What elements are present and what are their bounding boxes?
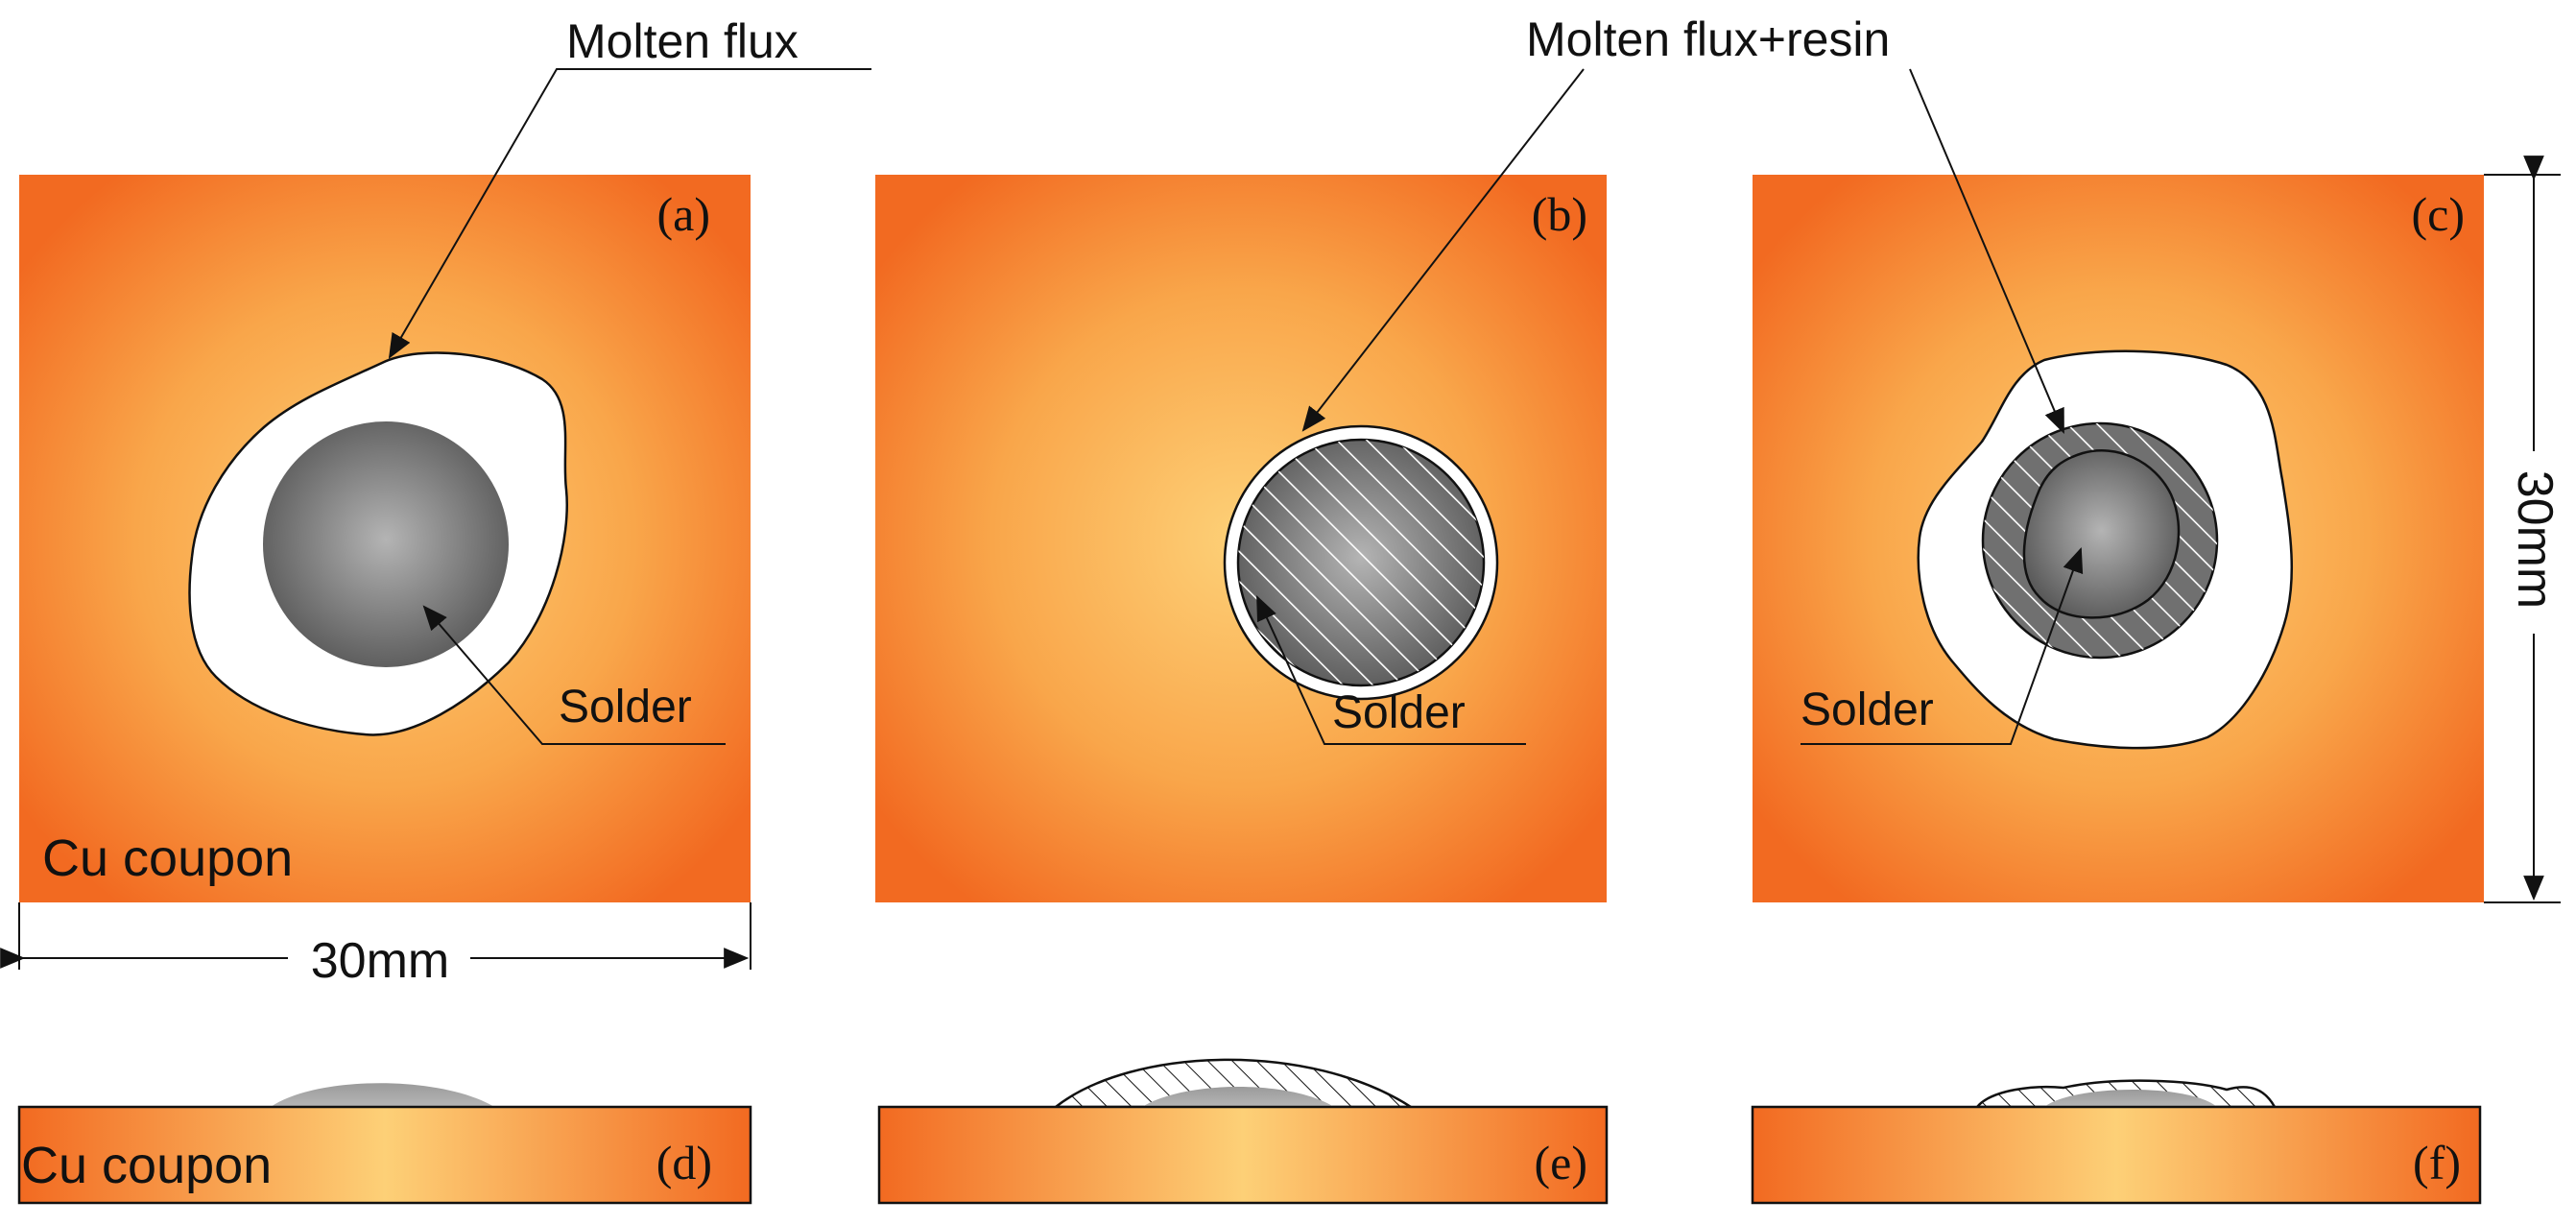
panel-c: (c) Molten flux+resin Solder 30mm — [1301, 12, 2564, 903]
panel-label-e: (e) — [1535, 1136, 1588, 1189]
cu-strip-d — [17, 1105, 752, 1205]
solder-label-b: Solder — [1332, 687, 1466, 738]
solder-core-c — [2022, 449, 2181, 619]
cu-coupon-label-bottom: Cu coupon — [21, 1137, 272, 1194]
panel-label-c: (c) — [2412, 187, 2466, 241]
molten-flux-leader — [388, 68, 871, 359]
cu-coupon-label-top: Cu coupon — [42, 829, 293, 887]
solder-dome-e — [1142, 1087, 1334, 1107]
resin-leader-c — [1909, 68, 2064, 434]
resin-leader-b — [1301, 68, 1585, 432]
panel-e: (e) — [877, 1058, 1609, 1205]
panel-b: (b) Solder — [875, 175, 1607, 902]
solder-label-c: Solder — [1801, 685, 1934, 735]
solder-label-a: Solder — [559, 682, 692, 733]
molten-flux-resin-label: Molten flux+resin — [1526, 12, 1890, 66]
solder-dome-f — [2044, 1089, 2217, 1107]
cu-strip-e — [877, 1105, 1609, 1205]
molten-flux-label: Molten flux — [566, 14, 799, 68]
panel-label-a: (a) — [657, 187, 711, 241]
height-dim-label: 30mm — [2507, 470, 2563, 609]
panel-label-f: (f) — [2413, 1136, 2461, 1189]
solder-leader-c — [1801, 546, 2084, 745]
solder-dome-d — [271, 1083, 494, 1107]
resin-hatch-b — [1238, 440, 1484, 685]
width-dim-mask — [288, 936, 470, 984]
solder-leader-a — [422, 605, 726, 745]
height-dim-mask — [2507, 451, 2564, 634]
panel-f: (f) — [1751, 1079, 2482, 1205]
cu-strip-f — [1751, 1105, 2482, 1205]
resin-dome-hatch-e — [1056, 1059, 1411, 1107]
panel-d: Cu coupon (d) — [17, 1083, 752, 1205]
panel-label-b: (b) — [1532, 187, 1587, 241]
solder-leader-b — [1256, 595, 1526, 745]
panel-label-d: (d) — [656, 1136, 712, 1189]
panel-a: (a) Cu coupon Molten flux Solder 30mm — [0, 14, 871, 989]
solder-drop-a — [263, 421, 509, 667]
width-dim-label: 30mm — [311, 933, 449, 989]
